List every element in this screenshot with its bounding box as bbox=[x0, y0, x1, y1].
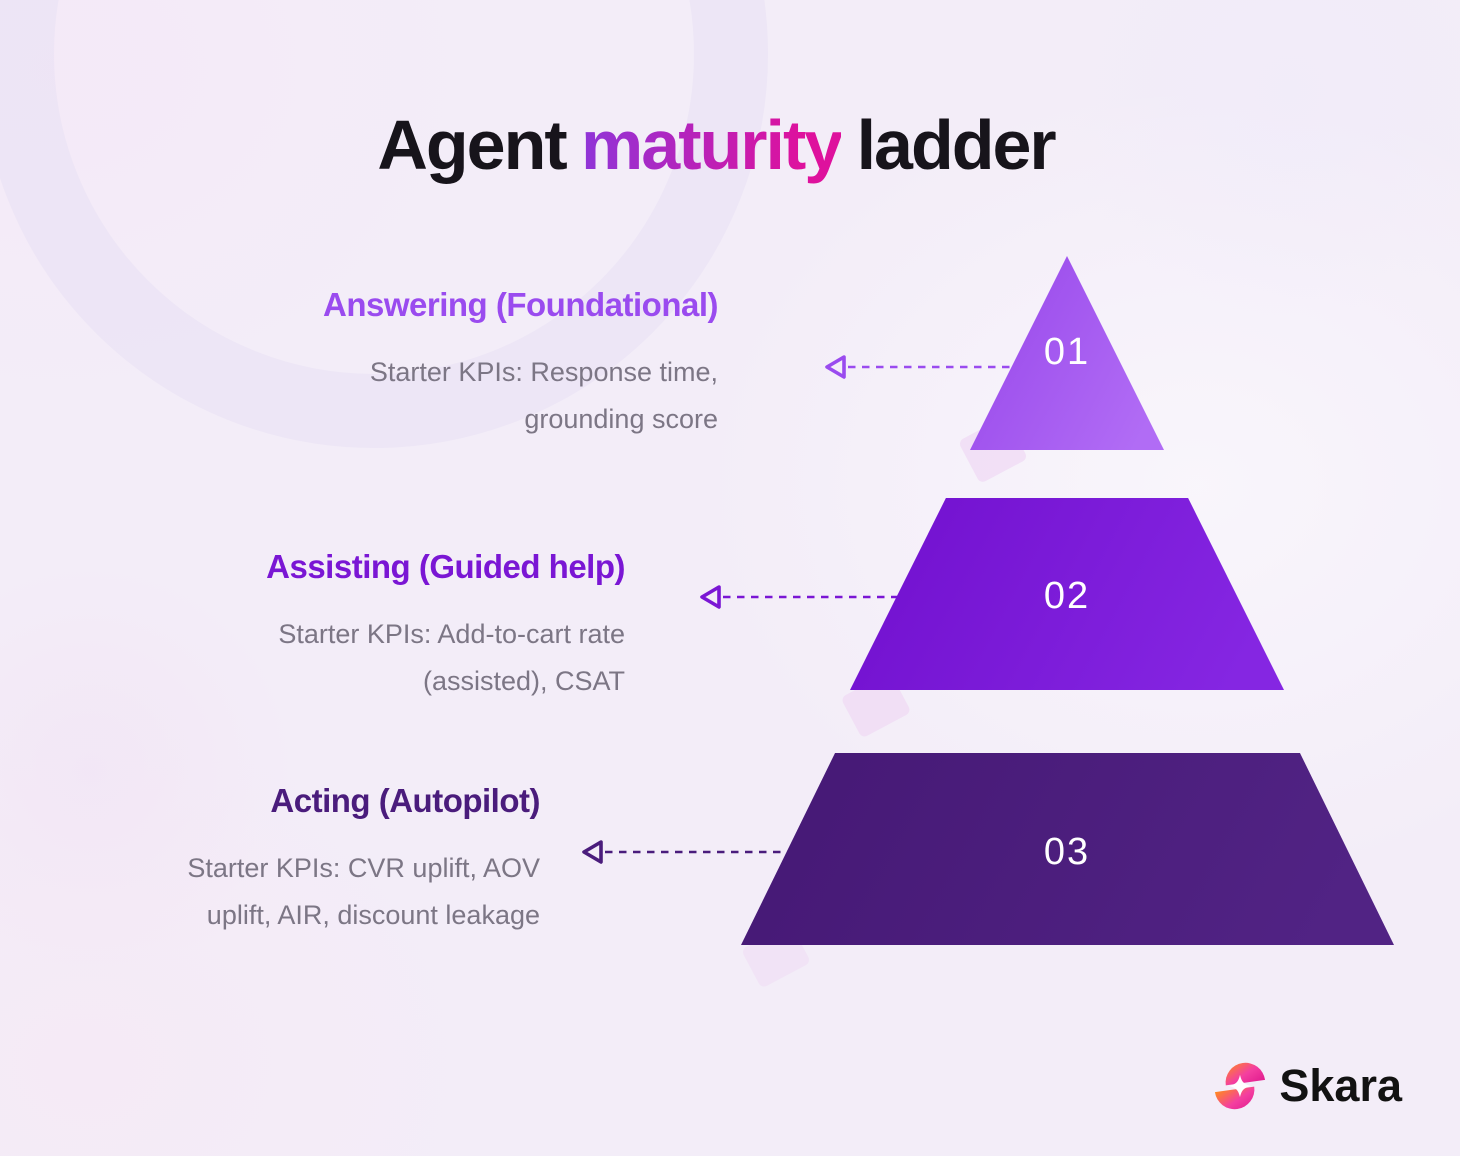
title-suffix: ladder bbox=[856, 106, 1057, 184]
arrowhead-left-icon bbox=[825, 355, 846, 379]
tier-3-label-block: Acting (Autopilot) Starter KPIs: CVR upl… bbox=[0, 781, 540, 939]
tier-2-kpi-line-2: (assisted), CSAT bbox=[422, 666, 625, 696]
title-prefix: Agent bbox=[377, 106, 567, 184]
tier-3-kpi-line-2: uplift, AIR, discount leakage bbox=[206, 900, 540, 930]
tier-1-number: 01 bbox=[1043, 331, 1091, 373]
tier-3-kpis: Starter KPIs: CVR uplift, AOV uplift, AIR… bbox=[0, 845, 540, 939]
tier-2-heading: Assisting (Guided help) bbox=[266, 548, 625, 585]
tier-2-connector-arrow bbox=[700, 585, 902, 609]
skara-logo-icon bbox=[1215, 1062, 1266, 1110]
tier-3-kpi-line-1: Starter KPIs: CVR uplift, AOV bbox=[187, 853, 540, 883]
pyramid-tier-3 bbox=[741, 753, 1394, 945]
title-highlight: maturity bbox=[581, 106, 843, 184]
tier-1-kpi-line-2: grounding score bbox=[524, 404, 718, 434]
tier-3-connector-arrow bbox=[582, 840, 791, 864]
arrowhead-left-icon bbox=[582, 840, 603, 864]
tier-2-number: 02 bbox=[1043, 575, 1091, 617]
tier-2-label-block: Assisting (Guided help) Starter KPIs: Ad… bbox=[25, 547, 625, 705]
sparkle-star-icon bbox=[1229, 1074, 1252, 1098]
tier-1-label-block: Answering (Foundational) Starter KPIs: R… bbox=[118, 285, 718, 443]
arrowhead-left-icon bbox=[700, 585, 721, 609]
tier-3-heading: Acting (Autopilot) bbox=[270, 782, 540, 819]
tier-1-connector-arrow bbox=[825, 355, 1014, 379]
brand-wordmark: Skara bbox=[1279, 1060, 1402, 1111]
brand-lockup: Skara bbox=[1212, 1058, 1402, 1114]
tier-1-kpi-line-1: Starter KPIs: Response time, bbox=[369, 357, 718, 387]
tier-3-number: 03 bbox=[1043, 831, 1091, 873]
tier-1-kpis: Starter KPIs: Response time, grounding sc… bbox=[118, 349, 718, 443]
tier-2-kpi-line-1: Starter KPIs: Add-to-cart rate bbox=[278, 619, 625, 649]
tier-2-kpis: Starter KPIs: Add-to-cart rate (assisted)… bbox=[25, 611, 625, 705]
tier-1-heading: Answering (Foundational) bbox=[323, 286, 718, 323]
